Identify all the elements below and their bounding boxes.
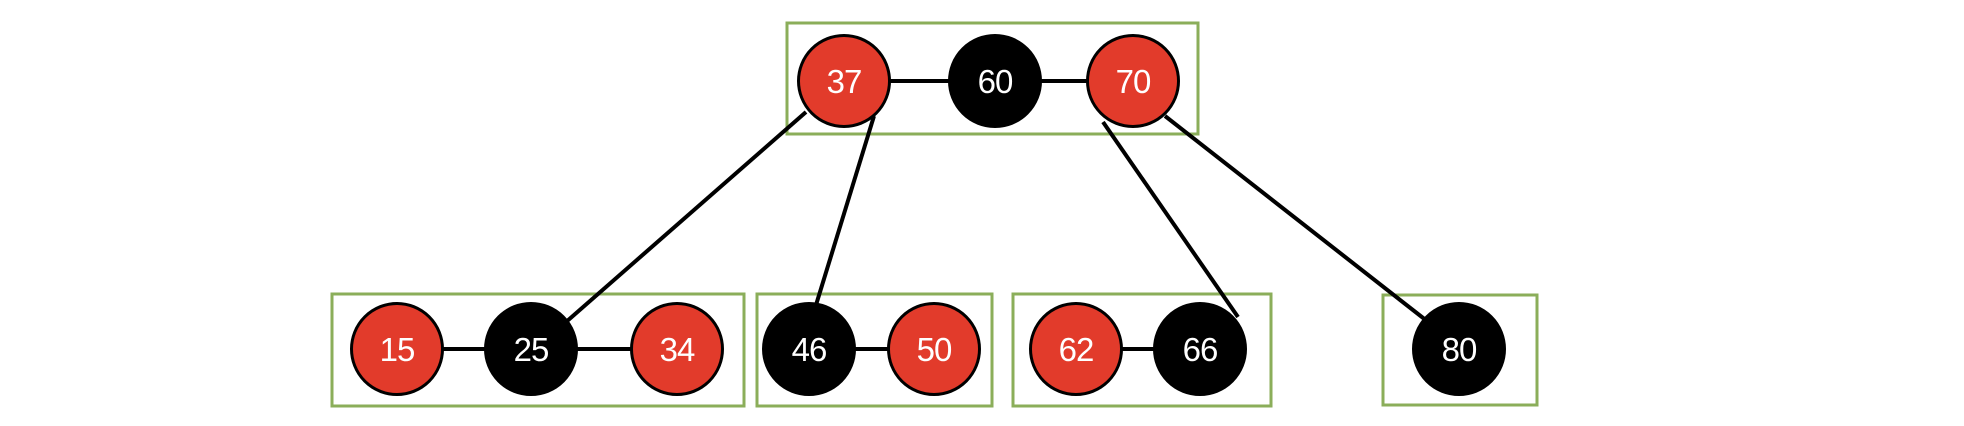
node-label-66: 66 [1182,330,1219,368]
tree-node-70: 70 [1086,34,1180,128]
edge-37-46-parent-child [814,115,876,306]
root-group-border [785,21,1200,136]
tree-node-60: 60 [948,34,1042,128]
edge-70-66-parent-child [1101,120,1240,319]
tree-node-15: 15 [350,302,444,396]
node-label-34: 34 [659,330,696,368]
child-group-1-border [330,292,746,408]
child-group-4-border [1381,293,1539,407]
node-label-62: 62 [1058,330,1095,368]
child-group-2-border [755,292,994,408]
tree-node-37: 37 [797,34,891,128]
tree-node-25: 25 [484,302,578,396]
tree-node-62: 62 [1029,302,1123,396]
node-label-60: 60 [977,62,1014,100]
tree-node-66: 66 [1153,302,1247,396]
node-label-46: 46 [791,330,828,368]
tree-node-46: 46 [762,302,856,396]
node-label-50: 50 [916,330,953,368]
tree-node-34: 34 [630,302,724,396]
child-group-3-border [1011,292,1273,408]
node-label-80: 80 [1441,330,1478,368]
edge-37-25-parent-child [564,110,808,324]
node-label-15: 15 [379,330,416,368]
node-label-70: 70 [1115,62,1152,100]
edge-70-80-parent-child [1163,114,1429,323]
node-label-37: 37 [826,62,863,100]
tree-node-80: 80 [1412,302,1506,396]
node-label-25: 25 [513,330,550,368]
tree-node-50: 50 [887,302,981,396]
